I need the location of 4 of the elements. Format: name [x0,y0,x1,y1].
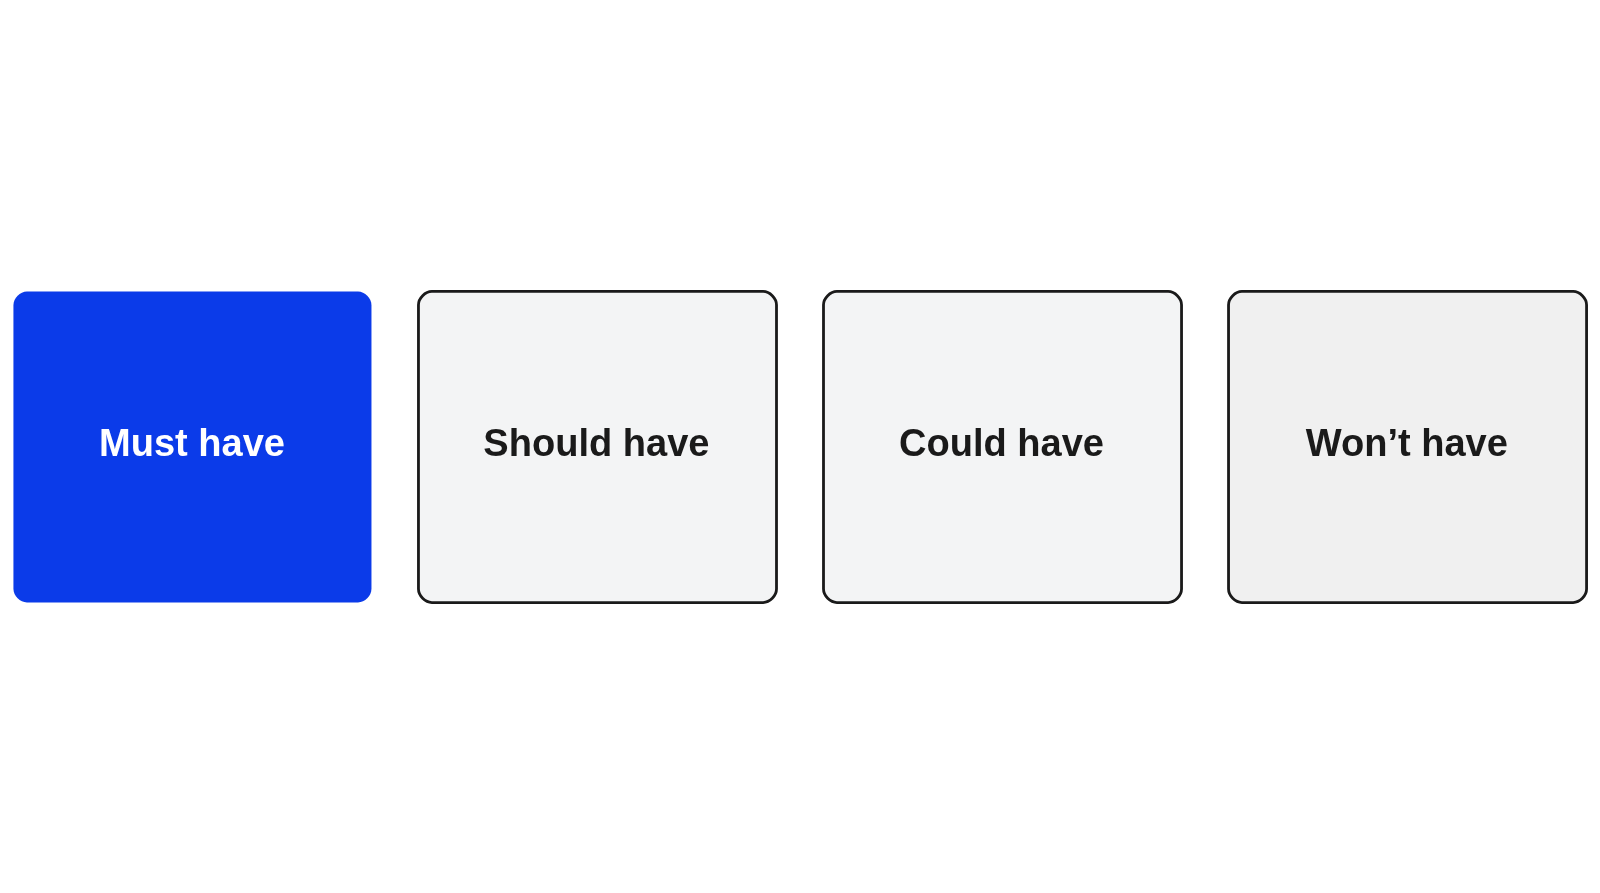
node-box: Must have [13,291,372,602]
node-box: Could have [822,289,1183,604]
node-box: Should have [417,289,778,604]
node-box: Won’t have [1227,289,1588,604]
